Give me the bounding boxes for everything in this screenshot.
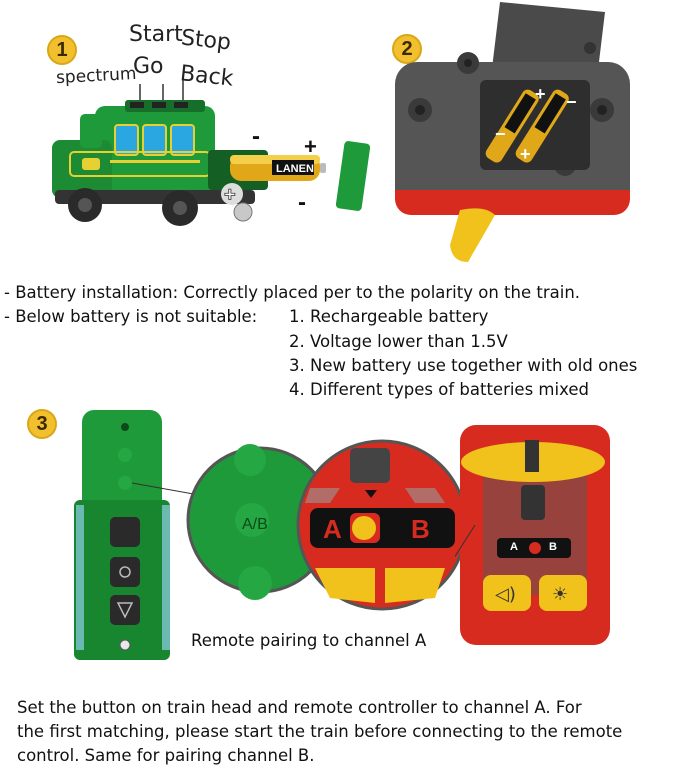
svg-text:−: −	[566, 92, 577, 112]
instruction-line-1: - Battery installation: Correctly placed…	[4, 283, 581, 302]
unsuitable-item-3: 3. New battery use together with old one…	[289, 356, 638, 375]
footer-line-1: Set the button on train head and remote …	[17, 698, 582, 717]
unsuitable-item-1: 1. Rechargeable battery	[289, 307, 489, 326]
svg-text:A/B: A/B	[242, 516, 268, 533]
instruction-line-2: - Below battery is not suitable:	[4, 307, 258, 326]
step-3-badge: 3	[27, 409, 57, 439]
minus-sign-lower: -	[298, 189, 306, 216]
pairing-caption: Remote pairing to channel A	[191, 631, 427, 650]
train-head-pairing-illustration: A/B	[74, 410, 330, 660]
toy-train-illustration: LANEN - + - +	[52, 80, 371, 226]
unsuitable-item-4: 4. Different types of batteries mixed	[289, 380, 589, 399]
footer-line-2: the first matching, please start the tra…	[17, 722, 623, 741]
battery-brand: LANEN	[276, 163, 314, 175]
stop-label: Stop	[179, 25, 233, 56]
remote-channel-a: A	[510, 541, 518, 553]
svg-text:☀: ☀	[552, 584, 568, 605]
plus-sign: +	[304, 134, 317, 159]
footer-line-3: control. Same for pairing channel B.	[17, 746, 315, 765]
svg-text:+: +	[535, 84, 546, 104]
remote-battery-compartment-illustration: + − − +	[395, 2, 630, 262]
minus-sign: -	[252, 123, 260, 150]
step-1-badge: 1	[47, 35, 77, 65]
go-label: Go	[133, 54, 164, 79]
remote-channel-b: B	[549, 541, 557, 553]
svg-text:◁): ◁)	[495, 584, 516, 605]
svg-text:−: −	[495, 124, 506, 144]
step-2-badge: 2	[392, 34, 422, 64]
remote-controller-illustration: ◁) ☀	[455, 425, 610, 645]
zoom-channel-b: B	[411, 514, 430, 544]
plus-sign-contact: +	[224, 184, 236, 206]
svg-text:+: +	[520, 144, 531, 164]
remote-switch-zoom-illustration	[296, 439, 468, 611]
unsuitable-item-2: 2. Voltage lower than 1.5V	[289, 332, 508, 351]
start-label: Start	[129, 22, 183, 47]
zoom-channel-a: A	[323, 514, 342, 544]
